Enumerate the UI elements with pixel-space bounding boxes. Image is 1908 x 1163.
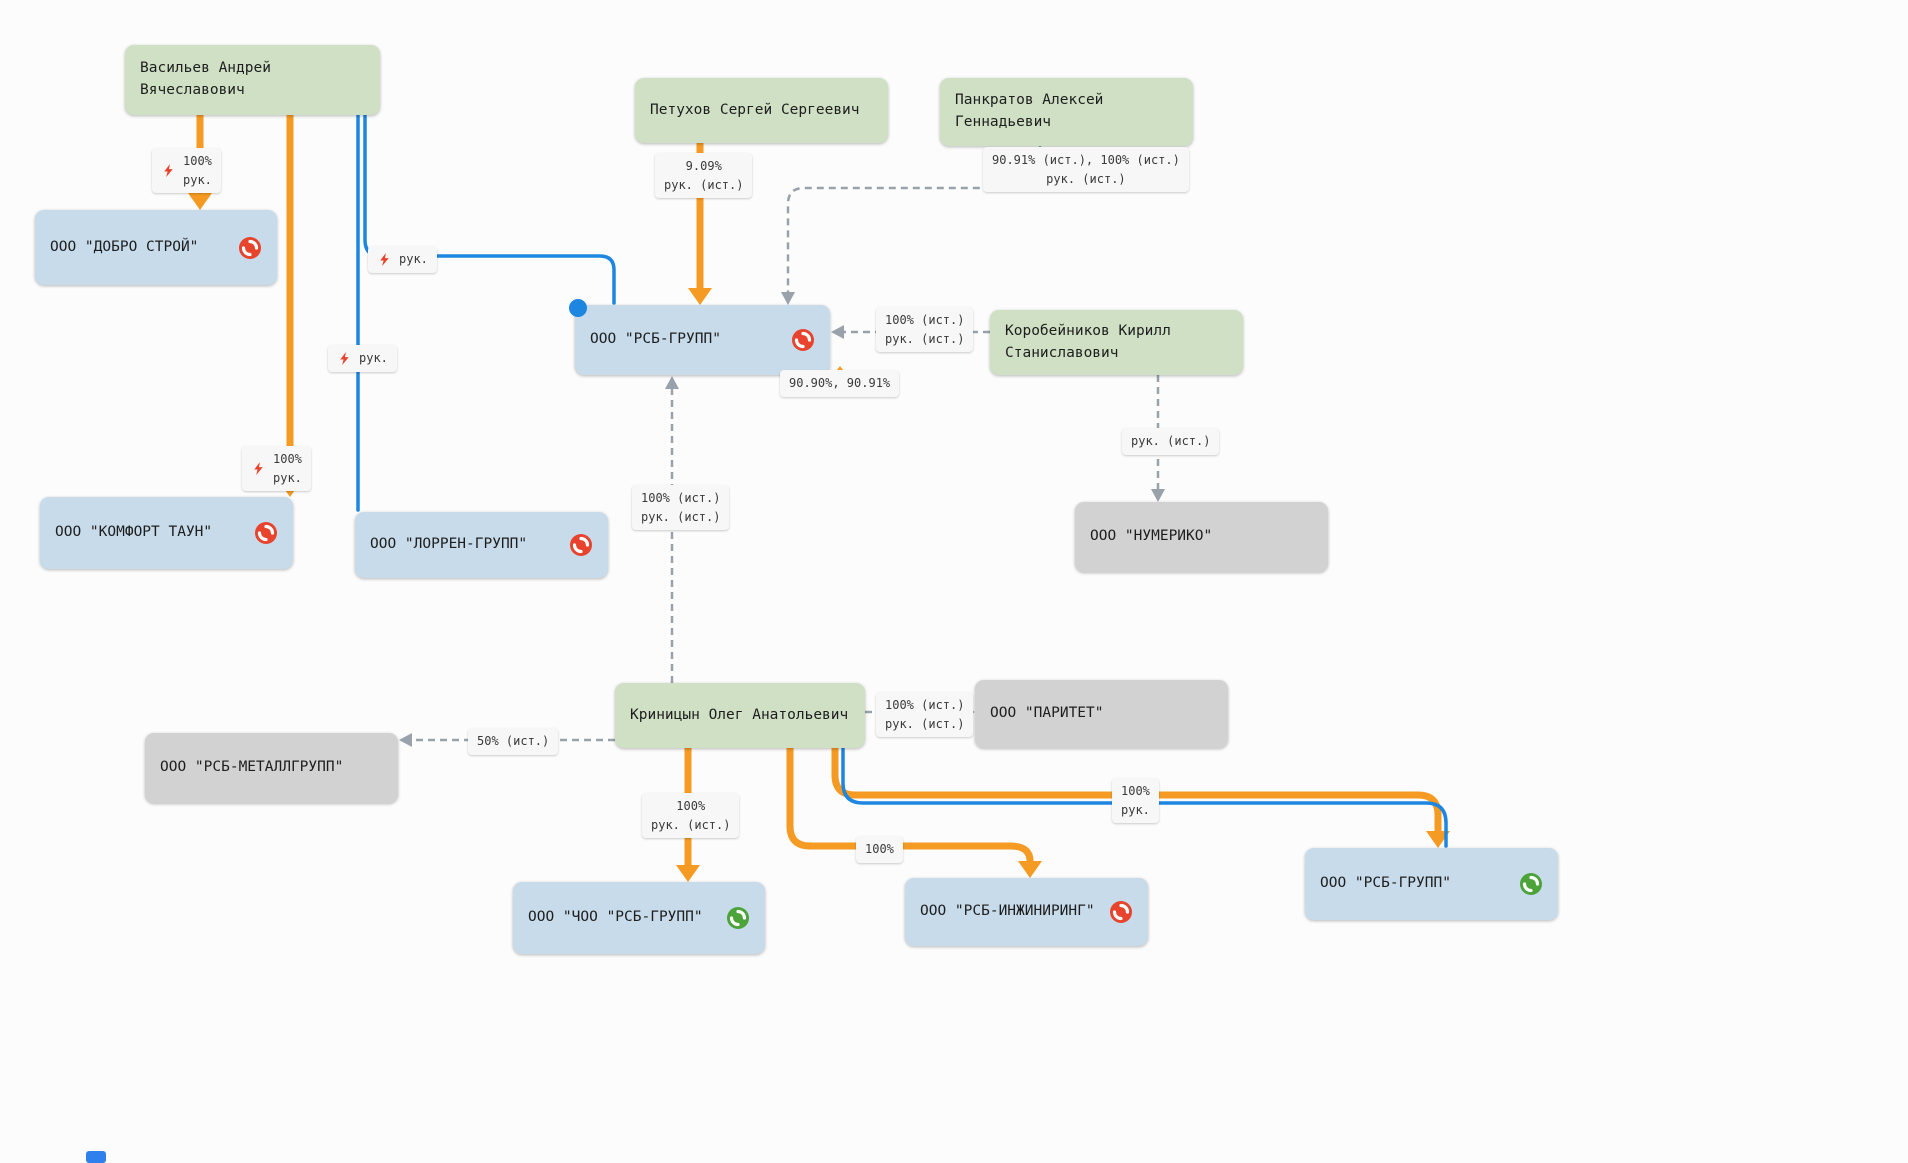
- node-dobro-stroy[interactable]: ООО "ДОБРО СТРОЙ": [35, 210, 277, 285]
- node-label: ООО "ДОБРО СТРОЙ": [50, 238, 199, 255]
- edge-label-korobeynikov-numeriko: рук. (ист.): [1122, 428, 1220, 455]
- edge-label-text: 9.09% рук. (ист.): [664, 159, 744, 192]
- status-liquidated-icon: [792, 329, 814, 351]
- edge-label-text: 90.91% (ист.), 100% (ист.) рук. (ист.): [992, 153, 1180, 186]
- edge-pankratov-rsb: [786, 146, 1042, 292]
- edge-label-text: рук.: [399, 252, 428, 266]
- status-liquidated-icon: [239, 236, 261, 259]
- node-label: ООО "РСБ-ИНЖИНИРИНГ": [920, 903, 1095, 920]
- lightning-icon: [164, 164, 173, 178]
- edge-label-krinitsyn-paritet: 100% (ист.) рук. (ист.): [876, 692, 974, 738]
- edge-label-text: 100% рук. (ист.): [651, 799, 731, 832]
- lightning-icon: [340, 351, 349, 365]
- edge-label-vasiliev-rsb: рук.: [368, 246, 437, 273]
- edge-label-vasiliev-lorren: рук.: [328, 345, 397, 372]
- edge-label-petukhov-rsb: 9.09% рук. (ист.): [655, 153, 753, 199]
- status-active-icon: [727, 907, 749, 929]
- node-komfort-taun[interactable]: ООО "КОМФОРТ ТАУН": [40, 497, 293, 569]
- node-label: ООО "ЛОРРЕН-ГРУПП": [370, 536, 528, 553]
- edge-label-text: 100% (ист.) рук. (ист.): [641, 491, 721, 524]
- node-label: ООО "НУМЕРИКО": [1090, 528, 1213, 545]
- lightning-icon: [380, 252, 389, 266]
- edge-label-text: 100%: [865, 842, 894, 856]
- node-label: ООО "ЧОО "РСБ-ГРУПП": [528, 909, 703, 926]
- node-label: ООО "ПАРИТЕТ": [990, 705, 1104, 722]
- node-label: ООО "РСБ-ГРУПП": [1320, 875, 1451, 892]
- edge-label-vasiliev-komfort: 100% рук.: [242, 446, 311, 492]
- node-label: Коробейников Кирилл Станиславович: [1005, 322, 1171, 361]
- edge-label-text: рук. (ист.): [1131, 434, 1211, 448]
- edge-label-text: 90.90%, 90.91%: [789, 376, 891, 390]
- edge-label-krinitsyn-metallgrupp: 50% (ист.): [468, 728, 559, 755]
- node-label: Петухов Сергей Сергеевич: [650, 101, 860, 118]
- node-numeriko[interactable]: ООО "НУМЕРИКО": [1075, 502, 1328, 572]
- node-label: ООО "РСБ-МЕТАЛЛГРУПП": [160, 759, 344, 776]
- node-lorren-grupp[interactable]: ООО "ЛОРРЕН-ГРУПП": [355, 512, 608, 578]
- node-choo-rsb-grupp[interactable]: ООО "ЧОО "РСБ-ГРУПП": [513, 882, 765, 954]
- edge-label-text: 50% (ист.): [477, 734, 550, 748]
- node-vasiliev[interactable]: Васильев Андрей Вячеславович: [125, 45, 380, 115]
- edge-label-krinitsyn-inzhiniring: 100%: [856, 836, 903, 863]
- node-korobeynikov[interactable]: Коробейников Кирилл Станиславович: [990, 310, 1243, 375]
- edge-label-text: 100% рук.: [1121, 784, 1150, 817]
- edge-krinitsyn-inzhiniring: [786, 748, 1034, 862]
- lightning-icon: [254, 462, 263, 476]
- status-liquidated-icon: [570, 534, 592, 556]
- edge-label-krinitsyn-rsb: 100% (ист.) рук. (ист.): [632, 485, 730, 531]
- node-pankratov[interactable]: Панкратов Алексей Геннадьевич: [940, 78, 1193, 146]
- node-label: ООО "РСБ-ГРУПП": [590, 331, 721, 348]
- edge-label-text: 100% (ист.) рук. (ист.): [885, 313, 965, 346]
- node-rsb-inzhiniring[interactable]: ООО "РСБ-ИНЖИНИРИНГ": [905, 878, 1148, 946]
- node-label: ООО "КОМФОРТ ТАУН": [55, 524, 213, 541]
- node-petukhov[interactable]: Петухов Сергей Сергеевич: [635, 78, 888, 143]
- edge-label-pankratov-rsb: 90.91% (ист.), 100% (ист.) рук. (ист.): [983, 147, 1189, 193]
- edge-label-text: рук.: [359, 351, 388, 365]
- bottom-left-partial-element[interactable]: [86, 1151, 106, 1163]
- node-label: Васильев Андрей Вячеславович: [140, 60, 271, 98]
- node-rsb-metallgrupp[interactable]: ООО "РСБ-МЕТАЛЛГРУПП": [145, 733, 398, 803]
- edge-label-krinitsyn-rsb-percent: 90.90%, 90.91%: [780, 370, 900, 397]
- edge-label-text: 100% рук.: [183, 154, 212, 187]
- status-active-icon: [1520, 873, 1542, 895]
- node-paritet[interactable]: ООО "ПАРИТЕТ": [975, 680, 1228, 748]
- edge-label-krinitsyn-choo: 100% рук. (ист.): [642, 793, 740, 839]
- edge-label-korobeynikov-rsb: 100% (ист.) рук. (ист.): [876, 307, 974, 353]
- node-krinitsyn[interactable]: Криницын Олег Анатольевич: [615, 683, 865, 748]
- node-label: Панкратов Алексей Геннадьевич: [955, 92, 1104, 130]
- edge-label-text: 100% рук.: [273, 452, 302, 485]
- node-rsb-grupp[interactable]: ООО "РСБ-ГРУПП": [575, 305, 830, 375]
- node-rsb-grupp-2[interactable]: ООО "РСБ-ГРУПП": [1305, 848, 1558, 920]
- status-liquidated-icon: [255, 522, 277, 544]
- status-liquidated-icon: [1110, 901, 1132, 923]
- node-label: Криницын Олег Анатольевич: [630, 706, 849, 723]
- edge-label-text: 100% (ист.) рук. (ист.): [885, 698, 965, 731]
- edge-label-krinitsyn-rsb2: 100% рук.: [1112, 778, 1159, 824]
- edge-label-vasiliev-dobro: 100% рук.: [152, 148, 221, 194]
- edge-vasiliev-rsb: [363, 113, 616, 305]
- edge-endpoint-dot: [569, 299, 587, 317]
